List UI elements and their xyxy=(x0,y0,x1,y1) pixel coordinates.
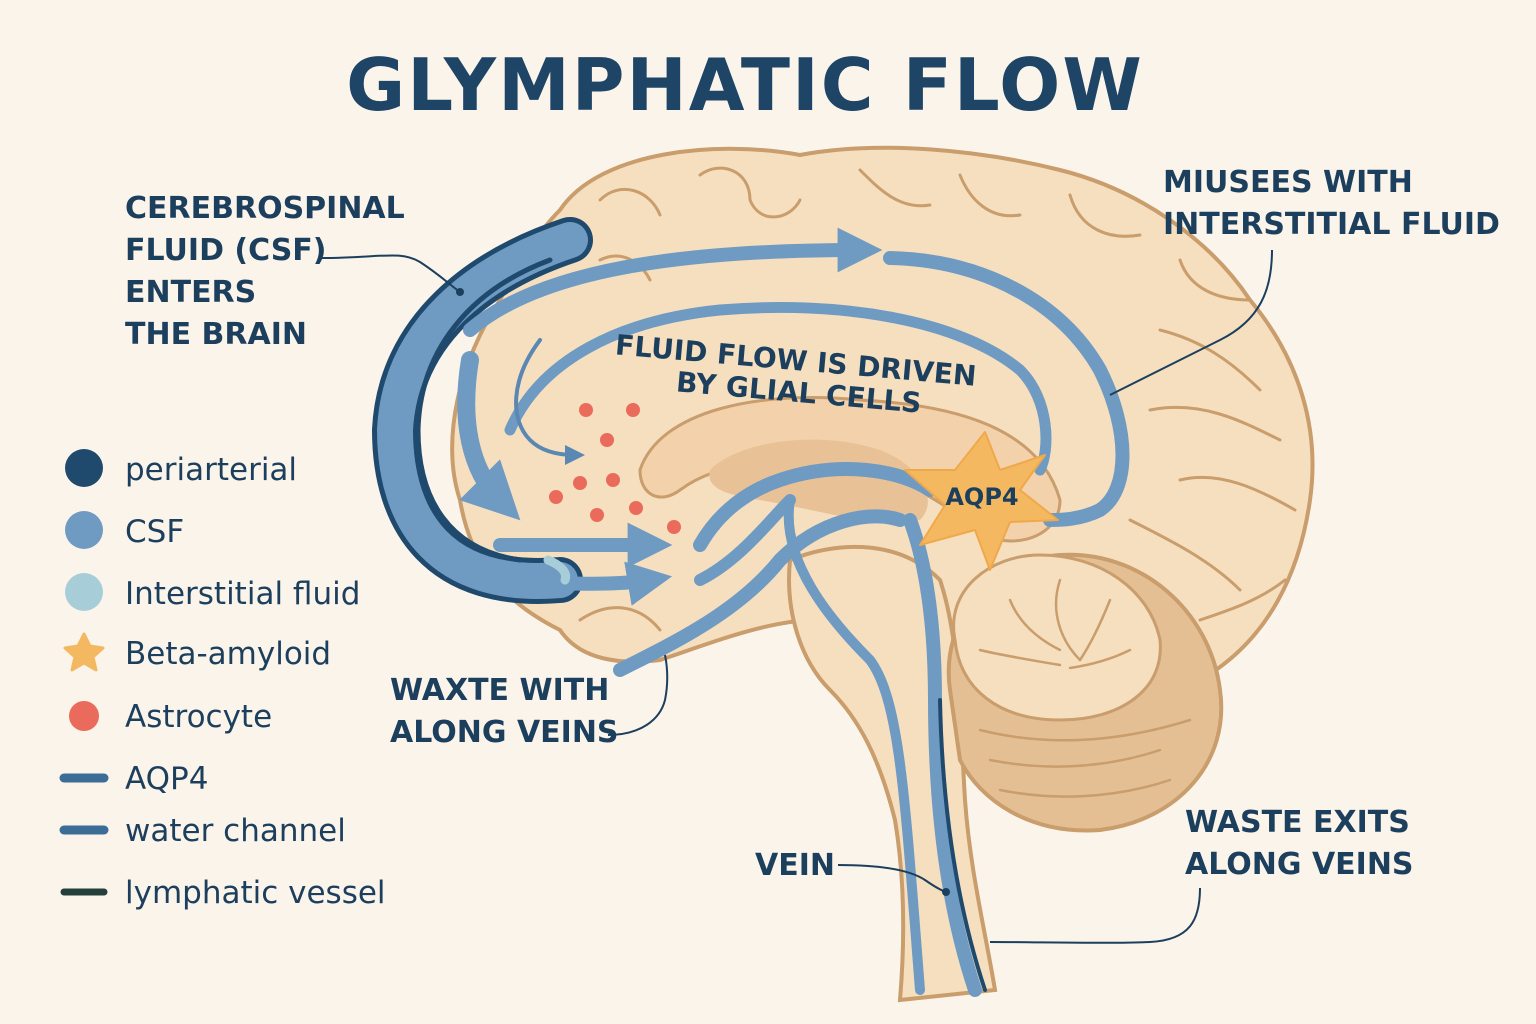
legend-marker-circle xyxy=(65,511,103,549)
thalamus xyxy=(709,439,928,523)
legend-item-lymphatic-vessel: lymphatic vessel xyxy=(60,875,386,911)
waste-with-line-1: WAXTE WITH xyxy=(390,673,609,708)
waste-exits-leader xyxy=(989,887,1201,944)
top-flow-arrow xyxy=(463,227,883,337)
legend-label: lymphatic vessel xyxy=(125,875,386,911)
legend-item-periarterial: periarterial xyxy=(65,449,297,488)
waste-exits-line-1: WASTE EXITS xyxy=(1185,805,1410,840)
mixes-line-1: MIUSEES WITH xyxy=(1163,165,1413,200)
mixes-line-2: INTERSTITIAL FLUID xyxy=(1163,207,1500,242)
vein-leader xyxy=(837,864,947,893)
astrocyte-dot xyxy=(549,490,563,504)
vein-channel xyxy=(903,513,982,997)
astrocyte-dot xyxy=(629,501,643,515)
legend-item-csf: CSF xyxy=(65,511,184,550)
diagram-title: GLYMPHATIC FLOW xyxy=(346,43,1144,127)
vein-text: VEIN xyxy=(755,848,835,883)
astrocyte-dot xyxy=(667,520,681,534)
legend-item-interstitial-fluid: Interstitial fluid xyxy=(65,573,360,612)
astrocyte-dot xyxy=(579,403,593,417)
legend-item-beta-amyloid: Beta-amyloid xyxy=(63,632,331,672)
waste-with-label: WAXTE WITH ALONG VEINS xyxy=(390,654,669,750)
legend-label: CSF xyxy=(125,514,184,550)
legend-label: periarterial xyxy=(125,452,297,488)
waste-with-line-2: ALONG VEINS xyxy=(390,715,619,750)
csf-channels xyxy=(372,217,1130,997)
astrocyte-dot xyxy=(573,476,587,490)
cerebellum xyxy=(946,552,1224,833)
aqp4-label: AQP4 xyxy=(945,483,1018,511)
legend: periarterial CSF Interstitial fluid Beta… xyxy=(59,449,386,911)
legend-marker-circle xyxy=(69,701,99,731)
legend-item-aqp4: AQP4 xyxy=(59,761,208,797)
mixes-label: MIUSEES WITH INTERSTITIAL FLUID xyxy=(1109,165,1500,396)
inner-curl-arrow xyxy=(514,338,585,465)
waste-exits-label: WASTE EXITS ALONG VEINS xyxy=(989,805,1414,944)
legend-label: Beta-amyloid xyxy=(125,636,331,672)
aqp4-star: AQP4 xyxy=(904,431,1059,571)
legend-marker-circle xyxy=(65,573,103,611)
legend-label: Interstitial fluid xyxy=(125,576,360,612)
csf-enters-line-3: ENTERS xyxy=(125,275,256,310)
star-icon xyxy=(63,632,105,672)
csf-enters-line-4: THE BRAIN xyxy=(125,317,307,352)
legend-label: AQP4 xyxy=(125,761,208,797)
legend-item-water-channel: water channel xyxy=(59,813,346,849)
astrocyte-dots xyxy=(549,403,681,534)
down-flow-arrow xyxy=(457,351,521,521)
csf-enters-line-1: CEREBROSPINAL xyxy=(125,191,405,226)
vein-label: VEIN xyxy=(755,848,950,896)
astrocyte-dot xyxy=(606,473,620,487)
legend-marker-circle xyxy=(65,449,103,487)
astrocyte-dot xyxy=(626,403,640,417)
astrocyte-dot xyxy=(600,433,614,447)
astrocyte-dot xyxy=(590,508,604,522)
legend-item-astrocyte: Astrocyte xyxy=(69,699,272,735)
csf-enters-label: CEREBROSPINAL FLUID (CSF) ENTERS THE BRA… xyxy=(125,191,464,352)
waste-exits-line-2: ALONG VEINS xyxy=(1185,847,1414,882)
csf-enters-line-2: FLUID (CSF) xyxy=(125,233,327,268)
legend-label: water channel xyxy=(125,813,346,849)
legend-label: Astrocyte xyxy=(125,699,272,735)
mixes-leader xyxy=(1109,249,1273,396)
waste-with-leader xyxy=(607,654,669,736)
csf-enters-leader xyxy=(319,254,461,293)
